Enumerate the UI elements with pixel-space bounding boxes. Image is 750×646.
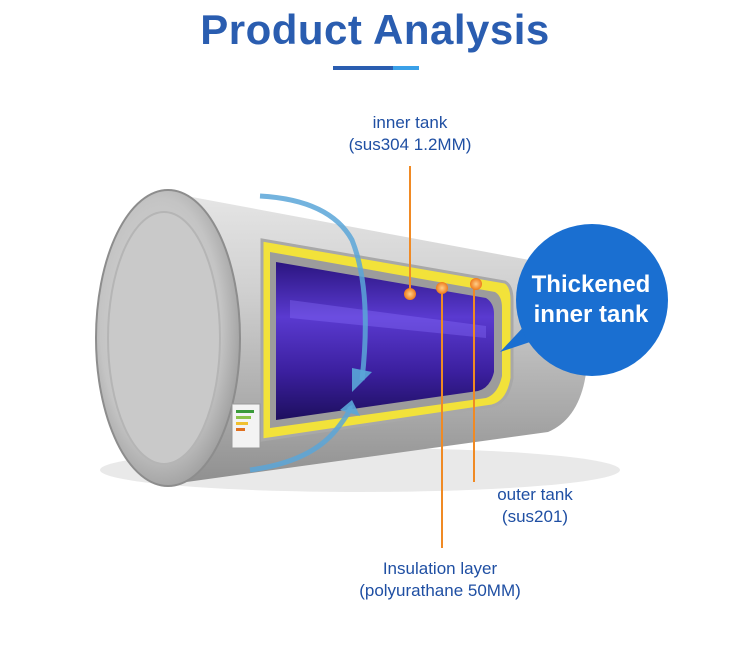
marker-dot-inner-tank xyxy=(404,288,416,300)
label-insulation-layer: Insulation layer (polyurathane 50MM) xyxy=(300,558,580,602)
marker-dot-insulation xyxy=(436,282,448,294)
label-inner-tank-line2: (sus304 1.2MM) xyxy=(348,135,472,154)
flow-arrowhead-down xyxy=(352,368,372,392)
label-outer-tank-line2: (sus201) xyxy=(501,507,569,526)
callout-text: Thickened inner tank xyxy=(520,270,662,330)
label-outer-tank-line1: outer tank xyxy=(497,485,573,504)
marker-dot-outer-tank xyxy=(470,278,482,290)
label-outer-tank: outer tank (sus201) xyxy=(420,484,650,528)
callout-line2: inner tank xyxy=(533,301,649,328)
label-insulation-line1: Insulation layer xyxy=(382,559,498,578)
inner-tank xyxy=(276,262,494,420)
page-title: Product Analysis xyxy=(200,6,550,53)
callout-bubble xyxy=(516,224,668,376)
callout-line1: Thickened xyxy=(531,271,651,298)
label-inner-tank-line1: inner tank xyxy=(372,113,448,132)
flow-arrow-top xyxy=(259,193,368,381)
title-underline xyxy=(333,66,419,70)
label-insulation-line2: (polyurathane 50MM) xyxy=(359,581,521,600)
flow-arrowhead-up xyxy=(340,400,360,416)
label-inner-tank: inner tank (sus304 1.2MM) xyxy=(290,112,530,156)
